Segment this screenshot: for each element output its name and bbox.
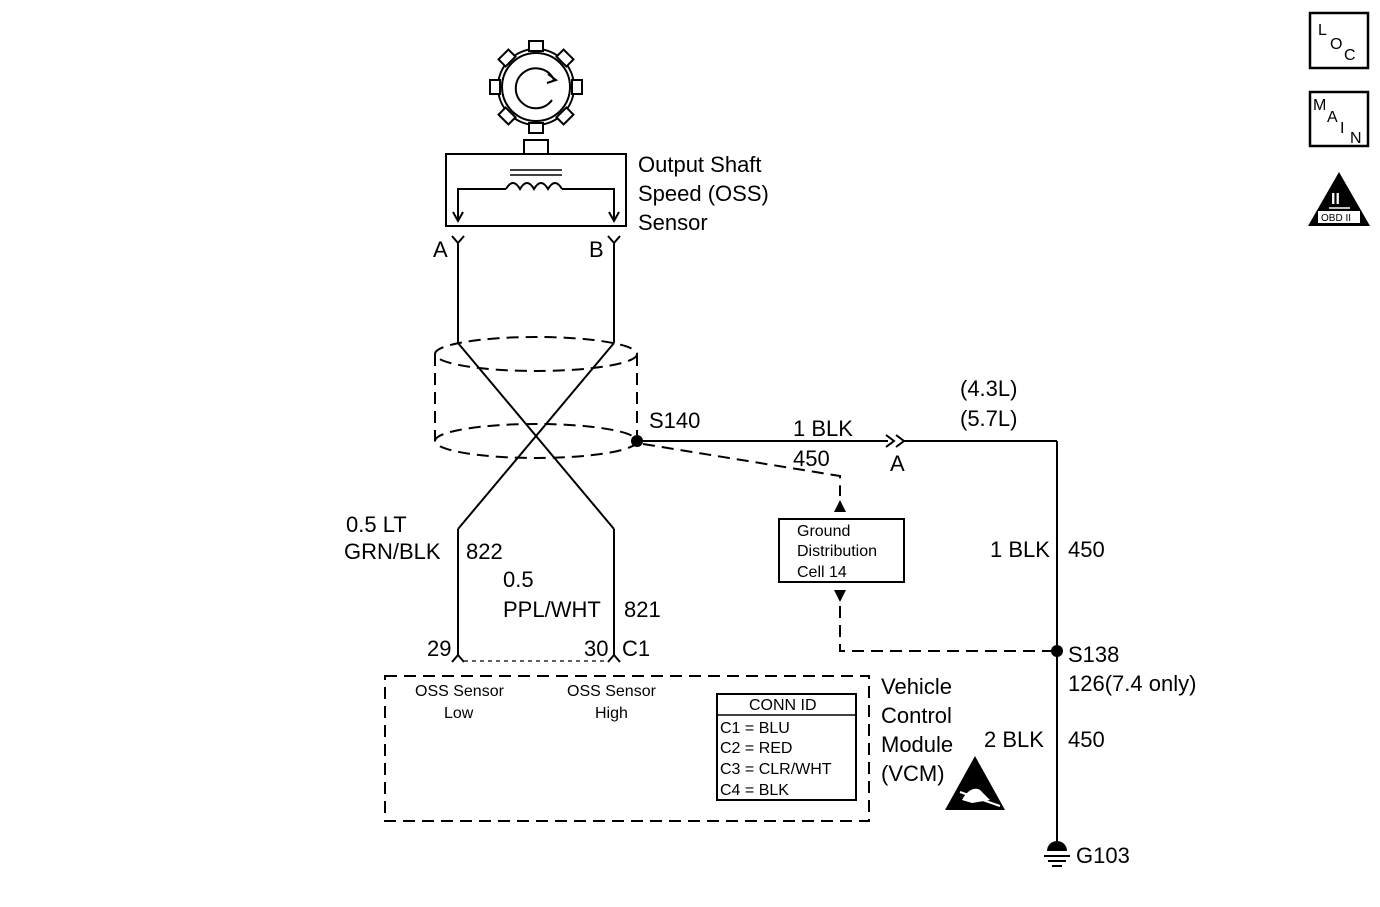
ground-distribution-path-top	[642, 443, 841, 496]
splice-s140-label: S140	[649, 408, 700, 433]
obd-ii-numeral: II	[1331, 191, 1340, 208]
wire-450-label: 450	[793, 446, 830, 471]
conn-id-title: CONN ID	[749, 697, 817, 714]
lower-wire-color: 2 BLK	[984, 727, 1044, 752]
high-wire-color: PPL/WHT	[503, 597, 601, 622]
main-icon-letter: N	[1350, 130, 1362, 147]
engine-43l-label: (4.3L)	[960, 376, 1017, 401]
ground-icon	[1044, 841, 1070, 867]
reluctor-wheel-icon	[489, 40, 583, 155]
lower-wire-circuit: 450	[1068, 727, 1105, 752]
main-icon[interactable]: M A I N	[1308, 90, 1370, 148]
vcm-name-line1: Vehicle	[881, 674, 952, 699]
vcm-pin-30: 30	[584, 636, 608, 661]
high-wire-gauge: 0.5	[503, 567, 534, 592]
sensor-name-line1: Output Shaft	[638, 152, 762, 177]
main-icon-letter: A	[1327, 109, 1338, 126]
vertical-wire-circuit: 450	[1068, 537, 1105, 562]
ground-distribution-line3: Cell 14	[797, 564, 847, 581]
loc-icon-letter: L	[1318, 22, 1327, 39]
wire-1blk-label: 1 BLK	[793, 416, 853, 441]
main-icon-letter: I	[1340, 120, 1344, 137]
vcm-high-line1: OSS Sensor	[567, 683, 657, 700]
low-wire-circuit: 822	[466, 539, 503, 564]
ground-distribution-path-bottom	[839, 606, 1057, 652]
loc-icon-letter: C	[1344, 47, 1356, 64]
vcm-pin-29: 29	[427, 636, 451, 661]
vcm-box	[384, 675, 870, 822]
sensor-pin-a: A	[433, 237, 448, 262]
ground-distribution-line2: Distribution	[797, 543, 877, 560]
obd-ii-text: OBD II	[1321, 213, 1351, 224]
high-wire-circuit: 821	[624, 597, 661, 622]
sensor-name-line3: Sensor	[638, 210, 708, 235]
ground-distribution-line1: Ground	[797, 523, 850, 540]
loc-icon-letter: O	[1330, 36, 1342, 53]
vcm-low-line1: OSS Sensor	[415, 683, 505, 700]
obd-ii-icon[interactable]: II OBD II	[1308, 172, 1370, 226]
vcm-connector-c1: C1	[622, 636, 650, 661]
conn-id-row: C4 = BLK	[720, 782, 789, 799]
main-icon-letter: M	[1313, 97, 1326, 114]
vcm-name-line2: Control	[881, 703, 952, 728]
twisted-pair-wires	[457, 243, 615, 655]
ground-label: G103	[1076, 843, 1130, 868]
splice-s138-label: S138	[1068, 642, 1119, 667]
vcm-name-line3: Module	[881, 732, 953, 757]
vcm-low-line2: Low	[444, 705, 474, 722]
wire-shield	[434, 336, 638, 459]
conn-id-row: C1 = BLU	[720, 720, 790, 737]
ground-distribution-box	[778, 518, 905, 583]
esd-warning-icon	[945, 756, 1005, 810]
oss-sensor	[445, 153, 627, 227]
vcm-name-line4: (VCM)	[881, 761, 945, 786]
loc-icon[interactable]: L O C	[1308, 11, 1370, 70]
engine-57l-label: (5.7L)	[960, 406, 1017, 431]
sensor-name-line2: Speed (OSS)	[638, 181, 769, 206]
low-wire-color: GRN/BLK	[344, 539, 441, 564]
conn-id-row: C2 = RED	[720, 740, 792, 757]
splice-s138	[1051, 645, 1063, 657]
low-wire-gauge: 0.5 LT	[346, 512, 407, 537]
conn-id-table: CONN ID C1 = BLU C2 = RED C3 = CLR/WHT C…	[716, 693, 857, 801]
connector-a-label: A	[890, 451, 905, 476]
conn-id-row: C3 = CLR/WHT	[720, 761, 832, 778]
vcm-high-line2: High	[595, 705, 628, 722]
sensor-pin-b: B	[589, 237, 604, 262]
vertical-wire-color: 1 BLK	[990, 537, 1050, 562]
splice-s138-note: 126(7.4 only)	[1068, 671, 1196, 696]
